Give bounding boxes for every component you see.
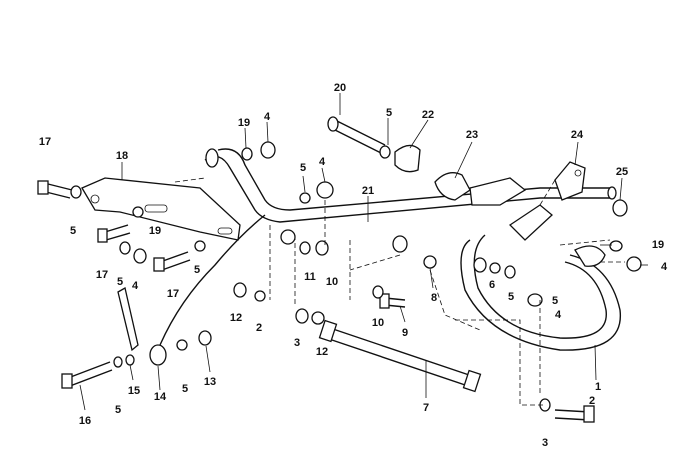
callout-14: 14 [154, 391, 167, 403]
long-bolt [318, 319, 482, 393]
dashed-lines [174, 177, 625, 406]
callout-23: 23 [466, 129, 478, 141]
callout-8: 8 [431, 292, 437, 304]
callout-9: 9 [402, 327, 408, 339]
callout-5: 5 [70, 225, 76, 237]
callout-15: 15 [128, 385, 140, 397]
callout-21: 21 [362, 185, 374, 197]
callout-4: 4 [555, 309, 562, 321]
leader-lines [79, 93, 648, 411]
callout-17: 17 [167, 288, 179, 300]
main-tube [204, 148, 617, 223]
callout-5: 5 [182, 383, 188, 395]
callout-11: 11 [304, 271, 316, 283]
callout-12: 12 [230, 312, 242, 324]
callout-13: 13 [204, 376, 216, 388]
callout-24: 24 [571, 129, 584, 141]
callout-17: 17 [39, 136, 51, 148]
callout-2: 2 [589, 395, 595, 407]
callout-19: 19 [238, 117, 250, 129]
callout-19: 19 [652, 239, 664, 251]
callout-labels: 20 5 22 23 24 19 4 17 18 5 4 25 21 5 19 … [39, 82, 668, 449]
callout-4: 4 [132, 280, 139, 292]
callout-1: 1 [595, 381, 601, 393]
callout-12: 12 [316, 346, 328, 358]
top-bolt [327, 116, 386, 154]
shift-linkage [117, 214, 266, 366]
callout-7: 7 [423, 402, 429, 414]
callout-3: 3 [294, 337, 300, 349]
callout-3: 2 [256, 322, 262, 334]
callout-18: 18 [116, 150, 128, 162]
callout-4: 4 [661, 261, 668, 273]
callout-4: 4 [319, 156, 326, 168]
callout-3: 3 [542, 437, 548, 449]
callout-5: 5 [552, 295, 558, 307]
bolts [37, 180, 595, 423]
right-bracket [394, 144, 606, 267]
callout-25: 25 [616, 166, 628, 178]
callout-5: 5 [300, 162, 306, 174]
callout-10: 10 [372, 317, 384, 329]
callout-5: 5 [194, 264, 200, 276]
callout-4: 4 [264, 111, 271, 123]
callout-16: 16 [79, 415, 91, 427]
callout-22: 22 [422, 109, 434, 121]
callout-6: 6 [489, 279, 495, 291]
callout-10: 10 [326, 276, 338, 288]
callout-20: 20 [334, 82, 346, 94]
callout-19: 19 [149, 225, 161, 237]
callout-5: 5 [117, 276, 123, 288]
fasteners [70, 141, 642, 412]
callout-5: 5 [115, 404, 121, 416]
callout-17: 17 [96, 269, 108, 281]
rear-loop [460, 234, 621, 351]
callout-5: 5 [386, 107, 392, 119]
callout-5: 5 [508, 291, 514, 303]
